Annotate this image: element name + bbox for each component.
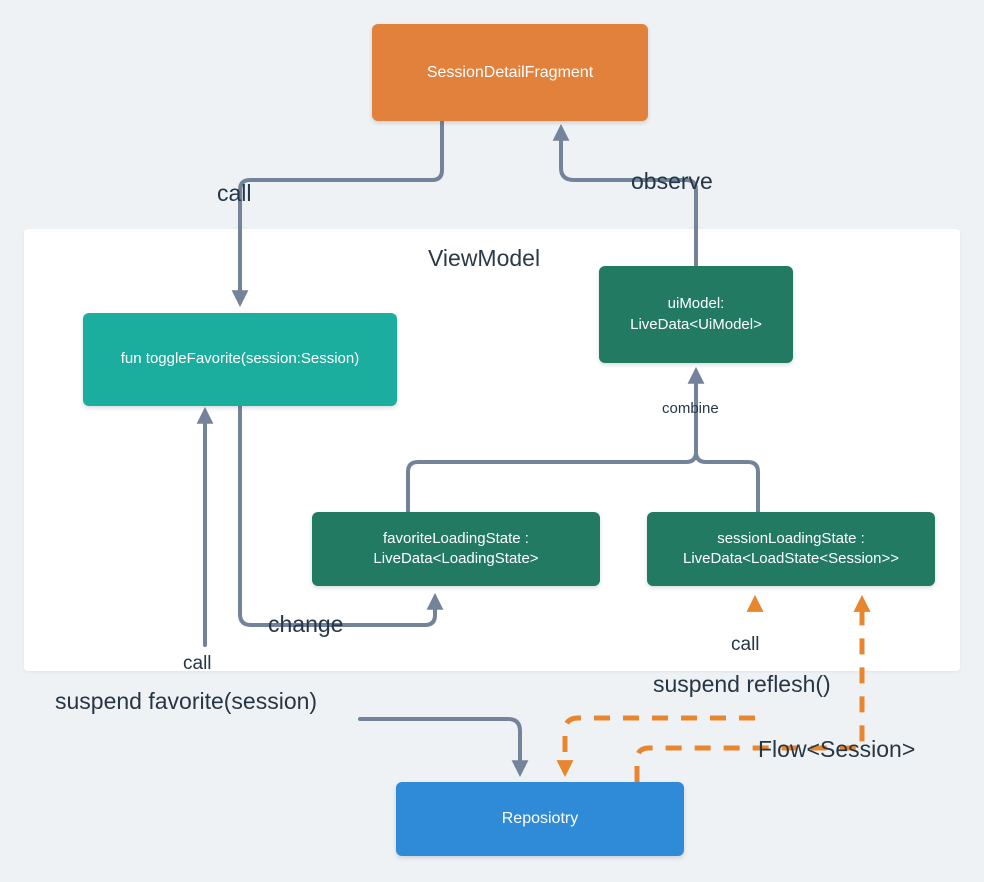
node-repository[interactable]: Reposiotry bbox=[396, 782, 684, 856]
node-ui-model[interactable]: uiModel: LiveData<UiModel> bbox=[599, 266, 793, 363]
edge-label-call-fragment-to-toggle: call bbox=[217, 180, 252, 206]
node-session-loading-state-label: sessionLoadingState : LiveData<LoadState… bbox=[683, 529, 899, 567]
node-favorite-loading-state[interactable]: favoriteLoadingState : LiveData<LoadingS… bbox=[312, 512, 600, 586]
node-toggle-favorite[interactable]: fun toggleFavorite(session:Session) bbox=[83, 313, 397, 406]
edge-label-combine: combine bbox=[662, 400, 719, 417]
edge-label-suspend-favorite: suspend favorite(session) bbox=[55, 688, 318, 714]
edge-label-change: change bbox=[268, 611, 344, 637]
edge-label-suspend-reflesh: suspend reflesh() bbox=[653, 671, 831, 697]
edge-label-observe: observe bbox=[631, 168, 713, 194]
edge-call-suspend-reflesh bbox=[562, 715, 755, 762]
node-session-detail-fragment-label: SessionDetailFragment bbox=[426, 63, 594, 81]
node-repository-label: Reposiotry bbox=[501, 810, 579, 828]
node-favorite-loading-state-label: favoriteLoadingState : LiveData<LoadingS… bbox=[373, 529, 539, 567]
edge-suspend-favorite-to-repository bbox=[358, 717, 529, 778]
edge-label-flow-session: Flow<Session> bbox=[758, 736, 916, 762]
node-toggle-favorite-label: fun toggleFavorite(session:Session) bbox=[120, 350, 360, 368]
edge-label-call-session-state-to-repo: call bbox=[731, 634, 760, 655]
viewmodel-panel-label: ViewModel bbox=[428, 245, 541, 271]
edge-label-call-toggle-to-repo: call bbox=[183, 653, 212, 674]
node-ui-model-label: uiModel: LiveData<UiModel> bbox=[630, 295, 762, 333]
node-session-loading-state[interactable]: sessionLoadingState : LiveData<LoadState… bbox=[647, 512, 935, 586]
viewmodel-panel bbox=[24, 229, 960, 671]
node-session-detail-fragment[interactable]: SessionDetailFragment bbox=[372, 24, 648, 121]
